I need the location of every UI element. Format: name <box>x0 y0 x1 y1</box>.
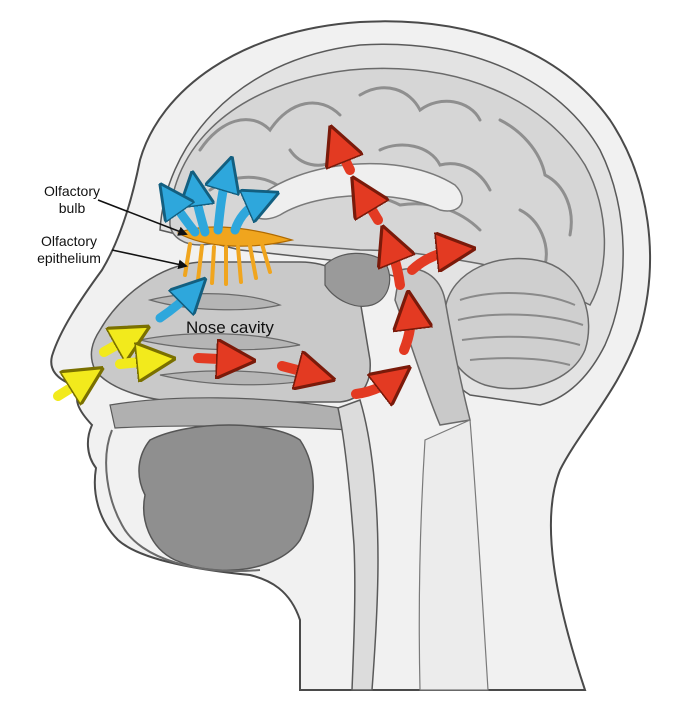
jaw <box>105 429 261 572</box>
yellow-arrow-3 <box>115 360 160 364</box>
red-arrow-6 <box>360 190 378 225</box>
label-nose-cavity: Nose cavity <box>186 318 274 337</box>
label-olfactory-bulb-line2: bulb <box>58 200 86 216</box>
red-arrow-4 <box>404 306 411 355</box>
label-olfactory-epithelium-line1: Olfactory <box>40 233 97 249</box>
blue-arrow-5 <box>155 288 196 323</box>
pointer-olfactory-epithelium <box>111 249 188 270</box>
cerebellum-folia <box>457 292 584 366</box>
blue-arrow-2 <box>218 170 228 235</box>
blue-arrow-4 <box>168 195 200 237</box>
label-olfactory-bulb-line1: Olfactory <box>43 183 100 199</box>
sinus-region <box>324 252 391 307</box>
red-arrow-5 <box>388 240 400 290</box>
blue-arrow-3 <box>230 198 266 235</box>
pharynx <box>337 399 379 691</box>
yellow-arrow-1 <box>53 376 90 396</box>
tongue <box>138 424 314 572</box>
red-arrow-2 <box>277 366 320 376</box>
label-olfactory-bulb: Olfactory bulb <box>12 183 132 217</box>
nerve-signal-arrows <box>155 170 266 323</box>
red-arrow-3 <box>351 376 398 394</box>
pathway-arrows <box>193 140 460 394</box>
red-arrow-7 <box>336 140 350 175</box>
yellow-arrow-2 <box>99 334 136 352</box>
airflow-arrows <box>53 334 160 396</box>
pointer-olfactory-bulb <box>97 199 188 236</box>
label-olfactory-epithelium: Olfactory epithelium <box>4 233 134 267</box>
red-arrow-8 <box>407 250 460 275</box>
spine <box>418 419 489 691</box>
cerebellum <box>443 257 590 390</box>
label-olfactory-epithelium-line2: epithelium <box>37 250 101 266</box>
red-arrow-1 <box>193 358 240 360</box>
